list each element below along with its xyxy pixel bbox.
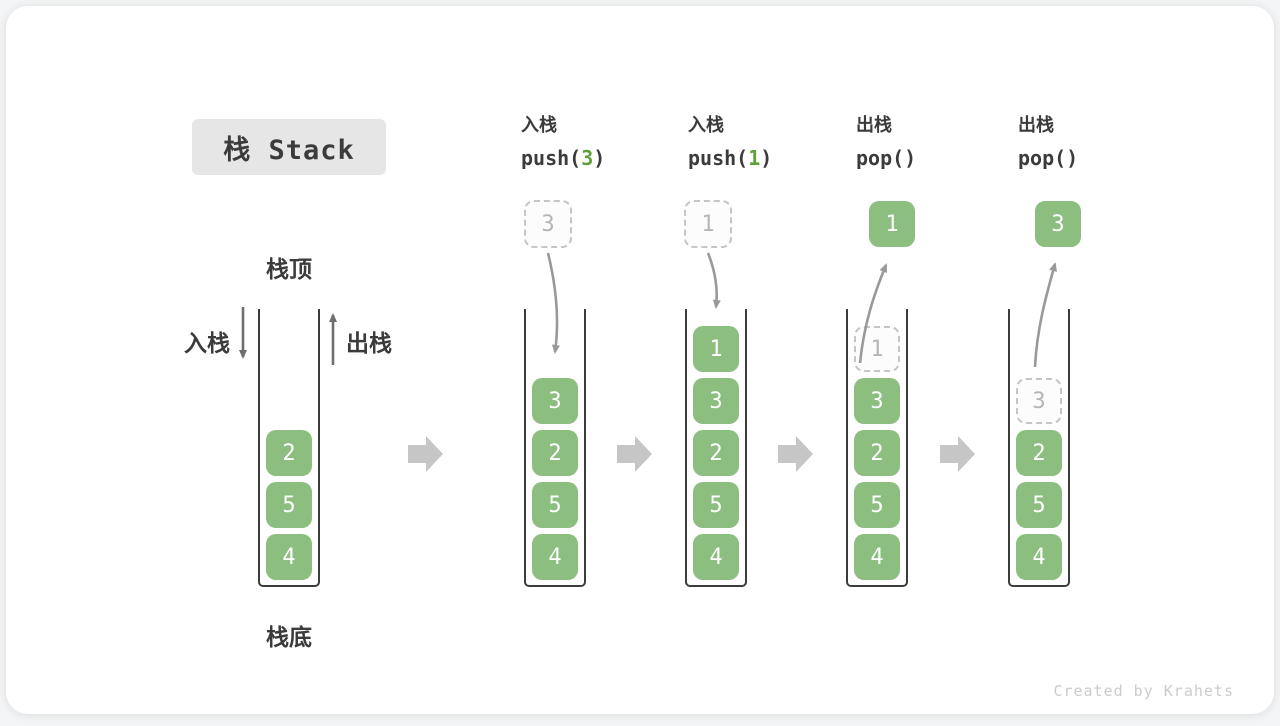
stack-cell: 2 [854,430,900,476]
push-arg: 3 [581,146,594,170]
operation-code: push(3) [521,146,606,170]
push-1-arrow [706,252,721,309]
operation-push-3: 入栈 push(3) [521,111,671,175]
stack-cell: 5 [532,482,578,528]
transition-arrow [778,436,813,472]
transition-arrow [408,436,443,472]
operation-label: 出栈 [1018,115,1054,136]
operation-pop-second: 出栈 pop() [1018,111,1168,175]
operation-pop-first: 出栈 pop() [856,111,1006,175]
stack-cell: 5 [1016,482,1062,528]
incoming-element-box: 1 [684,200,732,248]
stack-cell: 2 [532,430,578,476]
page-title: 栈 Stack [192,119,386,175]
stack-container-after-push-3 [524,309,586,587]
stack-cell: 3 [693,378,739,424]
operation-label: 入栈 [688,115,724,136]
operation-label: 入栈 [521,115,557,136]
stack-cell: 5 [854,482,900,528]
stack-cell: 4 [266,534,312,580]
diagram-card: 栈 Stack 入栈 push(3) 入栈 push(1) 出栈 pop() 出… [6,6,1274,714]
transition-arrow [617,436,652,472]
stack-container-after-push-1 [685,309,747,587]
stack-cell: 4 [532,534,578,580]
pop-out-label: 出栈 [346,331,392,357]
stack-cell: 4 [854,534,900,580]
stack-cell: 2 [266,430,312,476]
stack-cell: 5 [266,482,312,528]
stack-cell: 5 [693,482,739,528]
stack-cell-removed: 3 [1016,378,1062,424]
credit-text: Created by Krahets [1053,682,1234,700]
stack-cell: 4 [1016,534,1062,580]
stack-top-label: 栈顶 [266,257,312,283]
popped-element-box: 1 [869,201,915,247]
operation-push-1: 入栈 push(1) [688,111,838,175]
stack-cell: 3 [854,378,900,424]
operation-code: push(1) [688,146,773,170]
stack-container-after-pop-3 [1008,309,1070,587]
stack-cell: 1 [693,326,739,372]
operation-code: pop() [1018,146,1079,170]
transition-arrow [940,436,975,472]
stack-cell: 4 [693,534,739,580]
stack-cell-removed: 1 [854,326,900,372]
stack-bottom-label: 栈底 [266,625,312,651]
stack-cell: 3 [532,378,578,424]
push-in-label: 入栈 [184,331,230,357]
popped-element-box: 3 [1035,201,1081,247]
operation-code: pop() [856,146,917,170]
operation-label: 出栈 [856,115,892,136]
stack-container-initial [258,309,320,587]
stack-cell: 2 [1016,430,1062,476]
stack-container-after-pop-1 [846,309,908,587]
incoming-element-box: 3 [524,200,572,248]
push-arg: 1 [748,146,761,170]
stack-cell: 2 [693,430,739,476]
